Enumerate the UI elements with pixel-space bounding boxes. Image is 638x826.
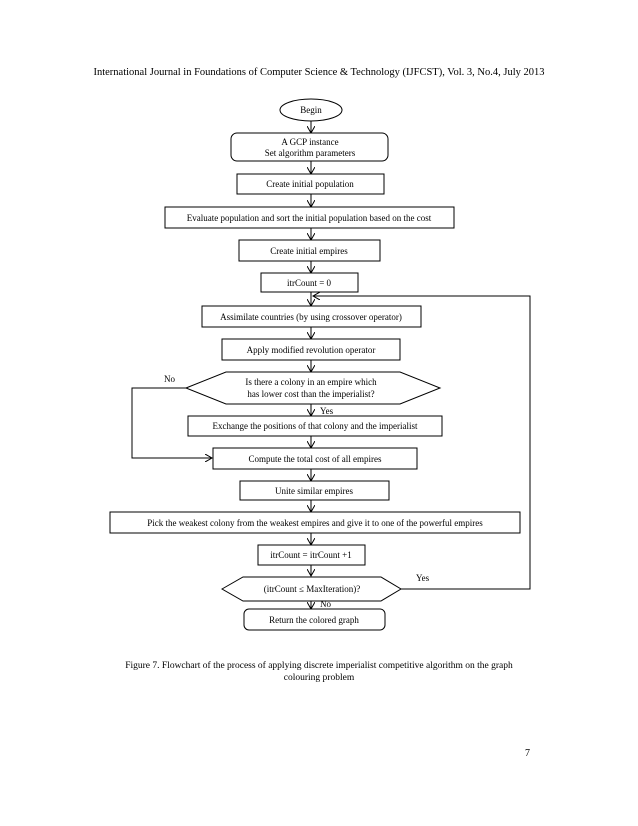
itr-increment-label: itrCount = itrCount +1	[270, 550, 351, 560]
instance-box	[230, 132, 389, 162]
unite-box	[239, 480, 390, 501]
evaluate-population-box	[164, 206, 455, 229]
flow-connectors	[131, 121, 531, 609]
decision1-yes-label: Yes	[320, 406, 334, 416]
caption-line2: colouring problem	[283, 672, 355, 683]
assimilate-box	[201, 305, 422, 328]
return-graph-terminal	[243, 608, 386, 631]
create-population-label: Create initial population	[266, 179, 354, 189]
decision1-label-line1: Is there a colony in an empire which	[245, 377, 377, 387]
decision2-no-label: No	[320, 599, 331, 609]
begin-label: Begin	[300, 105, 322, 115]
evaluate-population-label: Evaluate population and sort the initial…	[187, 213, 432, 223]
begin-terminal	[279, 98, 343, 122]
pick-weakest-box	[109, 511, 521, 534]
decision2-yes-label: Yes	[416, 573, 430, 583]
itr-increment-box	[257, 544, 366, 566]
return-graph-label: Return the colored graph	[269, 615, 359, 625]
figure-caption: Figure 7. Flowchart of the process of ap…	[90, 661, 548, 684]
colony-check-decision	[184, 371, 442, 405]
itr-init-box	[260, 272, 359, 293]
iteration-check-decision	[220, 576, 402, 602]
decision2-label: (itrCount ≤ MaxIteration)?	[264, 584, 360, 594]
compute-cost-box	[212, 447, 418, 470]
page-number: 7	[525, 748, 530, 759]
decision1-label-line2: has lower cost than the imperialist?	[247, 389, 374, 399]
unite-label: Unite similar empires	[275, 486, 353, 496]
itr-init-label: itrCount = 0	[287, 278, 332, 288]
instance-label-line2: Set algorithm parameters	[265, 148, 356, 158]
revolution-label: Apply modified revolution operator	[247, 345, 376, 355]
decision1-no-label: No	[164, 374, 175, 384]
pick-weakest-label: Pick the weakest colony from the weakest…	[147, 518, 483, 528]
create-empires-label: Create initial empires	[270, 246, 348, 256]
exchange-label: Exchange the positions of that colony an…	[213, 421, 418, 431]
revolution-box	[221, 338, 401, 361]
compute-cost-label: Compute the total cost of all empires	[249, 454, 382, 464]
instance-label-line1: A GCP instance	[281, 137, 338, 147]
caption-line1: Figure 7. Flowchart of the process of ap…	[125, 661, 513, 671]
assimilate-label: Assimilate countries (by using crossover…	[220, 312, 402, 322]
create-empires-box	[238, 239, 381, 262]
create-population-box	[236, 173, 385, 195]
exchange-box	[187, 415, 443, 437]
journal-header: International Journal in Foundations of …	[93, 67, 545, 78]
